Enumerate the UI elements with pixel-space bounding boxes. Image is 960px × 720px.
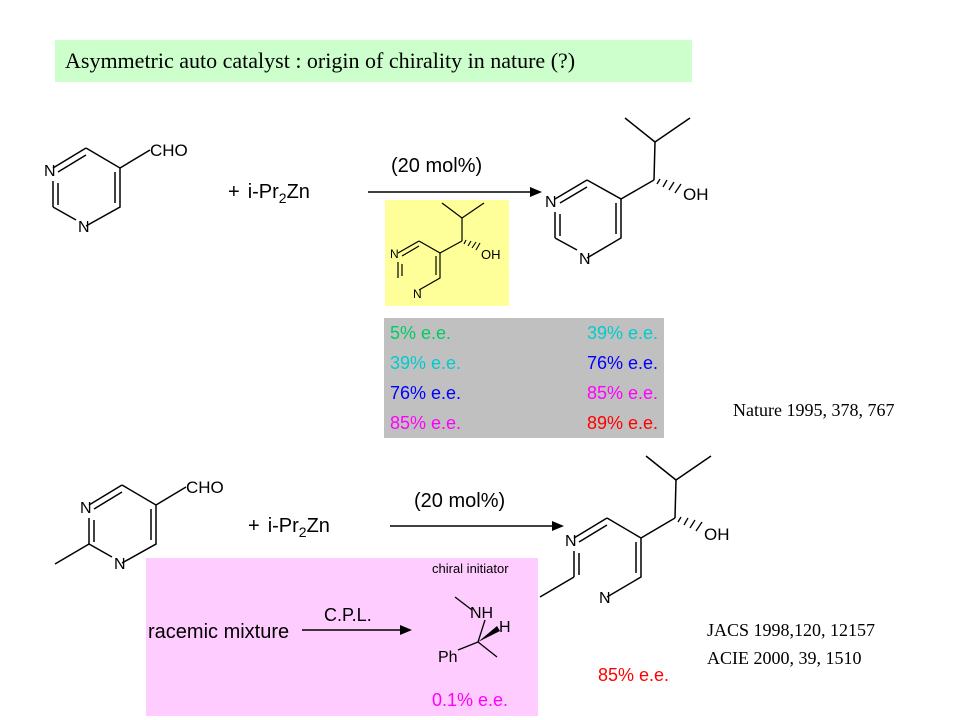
reagent-text: + i-Pr2Zn (248, 515, 330, 540)
slide-title: Asymmetric auto catalyst : origin of chi… (55, 40, 692, 82)
product-ee: 85% e.e. (598, 665, 669, 685)
ee-row: 5% e.e. 39% e.e. (384, 318, 664, 348)
amine-label: NH (470, 605, 493, 622)
catalyst-box (385, 200, 509, 306)
reagent-text: + i-Pr2Zn (228, 181, 310, 206)
reference-acie: ACIE 2000, 39, 1510 (707, 648, 862, 668)
atom-n: N (599, 590, 611, 607)
reference-jacs: JACS 1998,120, 12157 (707, 620, 876, 640)
initiator-ee: 0.1% e.e. (432, 690, 508, 710)
hydrogen-label: H (499, 619, 511, 636)
methylpyrimidine-product-2 (539, 455, 712, 598)
initiator-header: chiral initiator (432, 561, 509, 576)
phenyl-label: Ph (438, 649, 458, 666)
ee-table: 5% e.e. 39% e.e. 39% e.e. 76% e.e. 76% e… (384, 318, 664, 438)
atom-n: N (413, 287, 422, 301)
atom-n: N (78, 219, 90, 236)
ee-value-right: 39% e.e. (586, 323, 658, 343)
reference-nature: Nature 1995, 378, 767 (733, 400, 895, 420)
methylpyrimidine-aldehyde-2 (54, 484, 187, 565)
reagent-subscript: 2 (279, 190, 287, 206)
arrowhead-1 (530, 187, 542, 197)
ee-value-right: 85% e.e. (586, 383, 658, 403)
atom-n: N (114, 556, 126, 573)
hydroxyl-label: OH (683, 185, 709, 204)
catalyst-structure (397, 202, 485, 291)
reagent-prefix: i-Pr (248, 181, 279, 203)
reagent-suffix: Zn (287, 181, 310, 203)
hydroxyl-label: OH (704, 525, 730, 544)
atom-n: N (390, 247, 399, 261)
plus-sign: + (248, 515, 260, 537)
atom-n: N (80, 500, 92, 517)
reagent-subscript: 2 (299, 524, 307, 540)
reagent-prefix: i-Pr (268, 515, 299, 537)
chiral-initiator-structure (454, 596, 498, 658)
ee-row: 85% e.e. 89% e.e. (384, 408, 664, 438)
hashed-bond-1 (656, 178, 682, 194)
cpl-label: C.P.L. (324, 605, 372, 625)
atom-n: N (44, 163, 56, 180)
pyrimidine-product-1 (554, 117, 691, 259)
atom-n: N (579, 251, 591, 268)
plus-sign: + (228, 181, 240, 203)
arrow-label: (20 mol%) (391, 155, 482, 177)
reagent-suffix: Zn (307, 515, 330, 537)
atom-n: N (545, 194, 557, 211)
aldehyde-label: CHO (186, 478, 224, 497)
ee-value-left: 85% e.e. (390, 413, 462, 433)
hashed-bond-catalyst (463, 239, 481, 251)
arrow-label: (20 mol%) (414, 490, 505, 512)
hydroxyl-label: OH (481, 247, 501, 262)
ee-value-left: 5% e.e. (390, 323, 452, 343)
ee-value-left: 39% e.e. (390, 353, 462, 373)
wedge-bond (478, 626, 500, 642)
arrowhead-2 (552, 521, 564, 531)
initiator-box (146, 558, 538, 716)
aldehyde-label: CHO (150, 141, 188, 160)
arrowhead-cpl (400, 625, 412, 635)
racemic-label: racemic mixture (148, 621, 289, 643)
ee-row: 76% e.e. 85% e.e. (384, 378, 664, 408)
ee-value-right: 76% e.e. (586, 353, 658, 373)
ee-row: 39% e.e. 76% e.e. (384, 348, 664, 378)
pyrimidine-aldehyde-1 (52, 147, 151, 227)
ee-value-right: 89% e.e. (586, 413, 658, 433)
ee-value-left: 76% e.e. (390, 383, 462, 403)
atom-n: N (565, 533, 577, 550)
hashed-bond-2 (677, 516, 703, 532)
